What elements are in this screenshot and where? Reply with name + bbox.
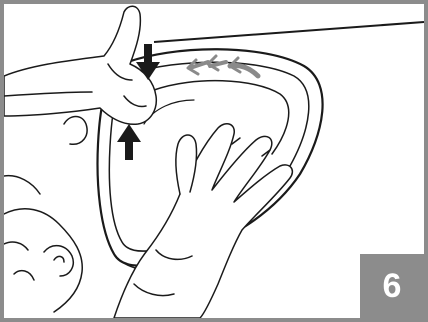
step-number-badge: 6	[360, 254, 424, 318]
callout-line	[154, 22, 424, 42]
lower-hand	[114, 124, 292, 318]
upper-hand	[4, 6, 156, 124]
motion-arrows-icon	[188, 56, 258, 76]
arrow-up-icon	[117, 124, 141, 160]
patient-face	[4, 117, 87, 313]
